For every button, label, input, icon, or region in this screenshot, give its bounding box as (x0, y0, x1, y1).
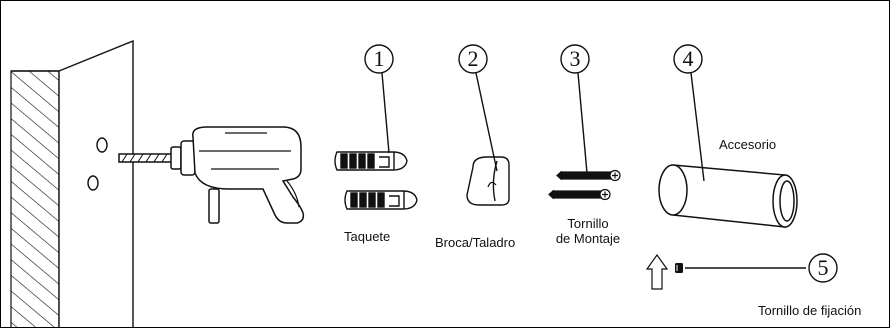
tornillo-fijacion-icon (675, 263, 683, 273)
callout-number-1: 1 (373, 46, 385, 71)
label-tornillo-montaje: Tornillo de Montaje (553, 216, 623, 246)
callout-circle-1 (364, 44, 394, 74)
label-tornillo-montaje-line2: de Montaje (555, 231, 621, 246)
leader-line-4 (690, 72, 705, 182)
leader-line-3 (577, 72, 588, 174)
tornillo-montaje-icon (548, 169, 621, 201)
label-accesorio: Accesorio (719, 137, 777, 152)
callout-number-3: 3 (569, 46, 581, 71)
wall-hole-upper (96, 137, 108, 153)
taquete-lower (344, 190, 418, 210)
wall (10, 39, 134, 327)
label-tornillo-montaje-line1: Tornillo (567, 216, 609, 231)
tornillo-montaje-upper (556, 169, 621, 182)
up-arrow-icon (645, 253, 669, 290)
wall-hatched-section (10, 70, 60, 327)
label-broca-taladro: Broca/Taladro (435, 235, 516, 250)
leader-line-2 (475, 72, 498, 172)
leader-line-1 (381, 72, 390, 154)
wall-hole-lower (87, 175, 99, 191)
callout-number-4: 4 (682, 46, 694, 71)
callout-circle-4 (673, 44, 703, 74)
callout-number-5: 5 (817, 255, 829, 280)
taquete-icon (334, 151, 418, 210)
callout-circle-5 (808, 253, 838, 283)
broca-icon (466, 156, 510, 206)
label-taquete: Taquete (344, 229, 391, 244)
drill-icon (118, 126, 305, 224)
taquete-upper (334, 151, 408, 171)
label-tornillo-fijacion: Tornillo de fijación (758, 303, 862, 318)
callout-circle-3 (560, 44, 590, 74)
callout-circle-2 (458, 44, 488, 74)
accesorio-icon (658, 164, 798, 228)
tornillo-montaje-lower (548, 188, 611, 201)
callout-number-2: 2 (467, 46, 479, 71)
